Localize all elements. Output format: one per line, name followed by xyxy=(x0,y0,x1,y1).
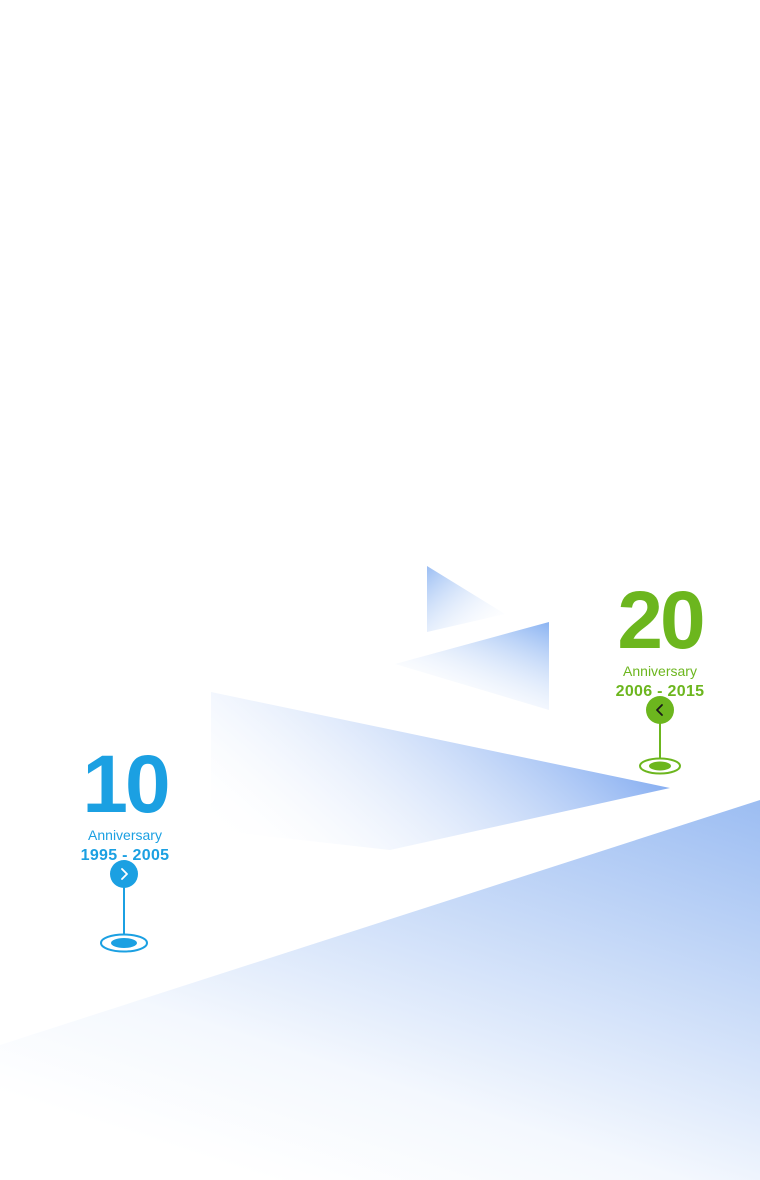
milestone-years: 1995 - 2005 xyxy=(80,847,170,864)
milestone-label: Anniversary xyxy=(88,827,162,843)
pin-base-icon xyxy=(100,933,148,953)
chevron-right-icon xyxy=(121,868,128,880)
milestone-10: 10 Anniversary 1995 - 2005 xyxy=(74,744,176,864)
ribbon-shape-top xyxy=(427,566,505,632)
milestone-20: 20 Anniversary 2006 - 2015 xyxy=(608,580,712,700)
chevron-left-icon xyxy=(656,704,663,716)
ribbon-shape-floor xyxy=(0,800,760,1180)
ribbon-shape-mid xyxy=(395,622,549,710)
previous-button[interactable] xyxy=(646,696,674,724)
next-button[interactable] xyxy=(110,860,138,888)
ribbon-shape-large xyxy=(211,692,670,850)
milestone-label: Anniversary xyxy=(623,663,697,679)
pin-stem xyxy=(659,723,661,759)
pin-stem xyxy=(123,887,125,935)
milestone-years: 2006 - 2015 xyxy=(615,683,705,700)
pin-base-icon xyxy=(639,757,681,775)
milestone-number: 20 xyxy=(617,575,705,666)
milestone-number: 10 xyxy=(82,739,170,830)
